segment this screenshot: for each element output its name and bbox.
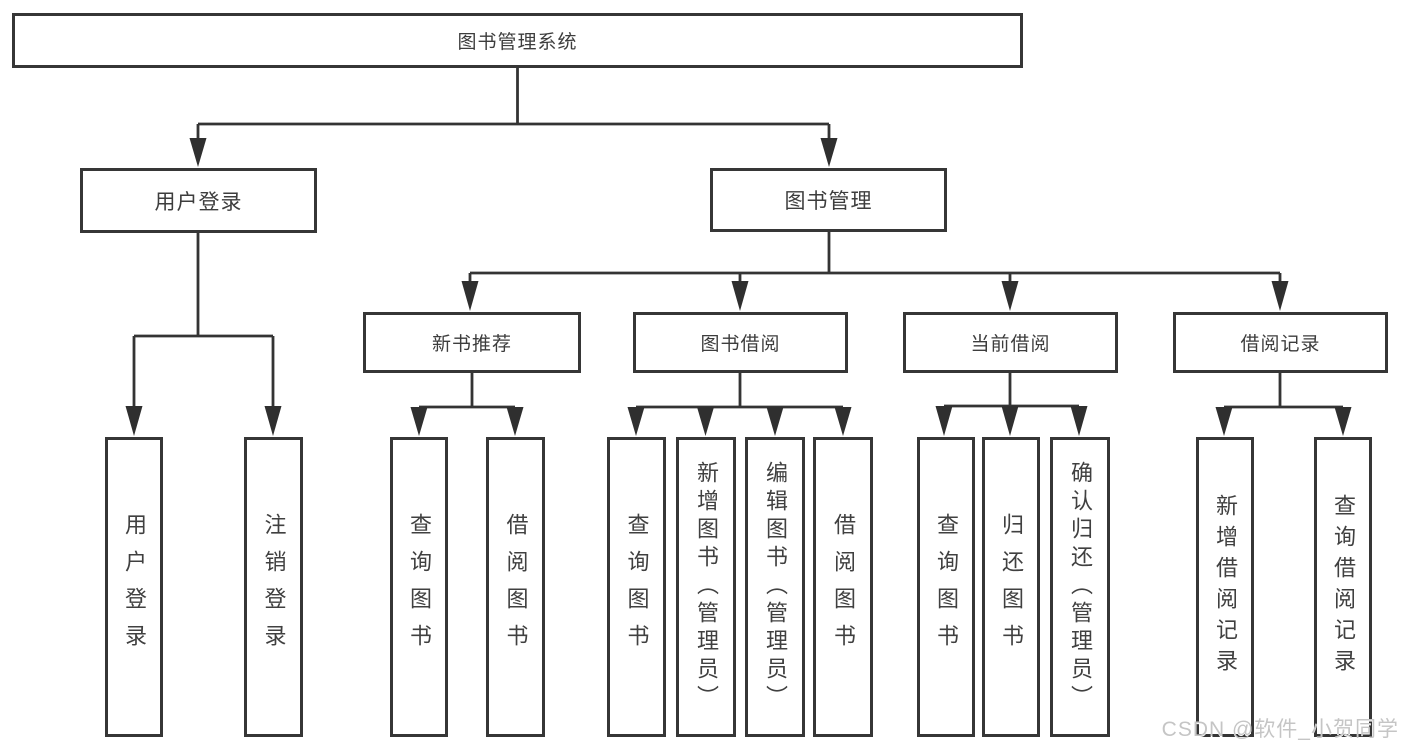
leaf-edit-books-admin: 编辑图书（管理员） <box>745 437 805 737</box>
leaf-label: 借阅图书 <box>831 513 856 661</box>
connector-book-management <box>461 232 1289 311</box>
leaf-label: 新增借阅记录 <box>1213 494 1238 680</box>
leaf-query-books: 查询图书 <box>917 437 975 737</box>
node-label: 用户登录 <box>154 190 243 214</box>
leaf-add-books-admin: 新增图书（管理员） <box>676 437 736 737</box>
node-new-book-recommend: 新书推荐 <box>363 312 581 373</box>
leaf-query-books: 查询图书 <box>607 437 666 737</box>
node-book-borrow: 图书借阅 <box>633 312 848 373</box>
connector-current-borrow <box>935 372 1088 436</box>
connector-book-borrow <box>627 372 852 436</box>
leaf-label: 借阅图书 <box>503 513 529 661</box>
leaf-label: 新增图书（管理员） <box>694 461 719 713</box>
node-book-management: 图书管理 <box>710 168 947 232</box>
leaf-logout: 注销登录 <box>244 437 303 737</box>
leaf-confirm-return-admin: 确认归还（管理员） <box>1050 437 1110 737</box>
leaf-add-borrow-record: 新增借阅记录 <box>1196 437 1254 737</box>
leaf-label: 查询图书 <box>934 513 959 661</box>
node-label: 当前借阅 <box>970 334 1051 355</box>
leaf-label: 确认归还（管理员） <box>1068 461 1093 713</box>
leaf-label: 编辑图书（管理员） <box>763 461 788 713</box>
node-label: 图书管理系统 <box>457 32 578 53</box>
csdn-watermark: CSDN @软件_小贺同学 <box>1161 718 1399 741</box>
leaf-label: 用户登录 <box>122 513 147 661</box>
node-label: 借阅记录 <box>1240 334 1321 355</box>
node-user-login: 用户登录 <box>80 168 317 233</box>
node-label: 新书推荐 <box>431 334 512 355</box>
leaf-return-books: 归还图书 <box>982 437 1040 737</box>
leaf-label: 注销登录 <box>261 513 287 661</box>
leaf-query-books: 查询图书 <box>390 437 448 737</box>
node-label: 图书管理 <box>784 190 873 213</box>
leaf-label: 归还图书 <box>999 513 1024 661</box>
leaf-borrow-books: 借阅图书 <box>486 437 545 737</box>
node-current-borrow: 当前借阅 <box>903 312 1118 373</box>
leaf-label: 查询借阅记录 <box>1331 494 1356 680</box>
leaf-borrow-books: 借阅图书 <box>813 437 873 737</box>
leaf-query-borrow-record: 查询借阅记录 <box>1314 437 1372 737</box>
connector-user-login <box>125 233 282 436</box>
connector-new-book <box>410 372 524 436</box>
node-library-management-system: 图书管理系统 <box>12 13 1023 68</box>
leaf-label: 查询图书 <box>407 513 432 661</box>
connector-borrow-records <box>1215 372 1352 436</box>
node-borrow-records: 借阅记录 <box>1173 312 1388 373</box>
node-label: 图书借阅 <box>700 334 781 355</box>
leaf-user-login: 用户登录 <box>105 437 163 737</box>
leaf-label: 查询图书 <box>624 513 650 661</box>
connector-root <box>189 68 838 167</box>
